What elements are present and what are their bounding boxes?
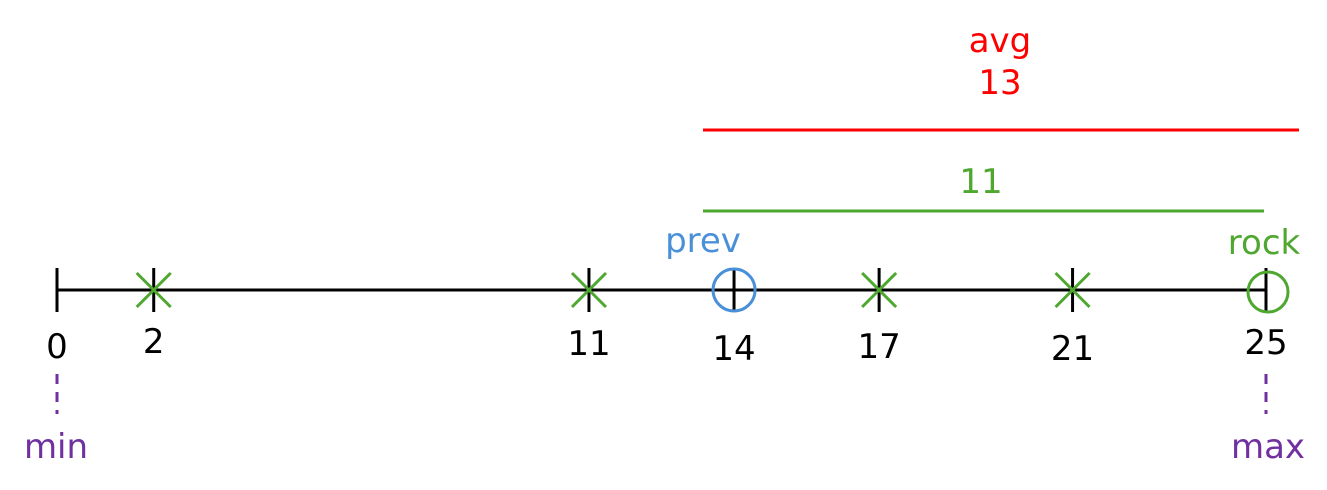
avg-value: 13 <box>978 63 1021 103</box>
min-label: min <box>24 427 88 467</box>
tick-label-21: 21 <box>1051 329 1094 369</box>
max-label: max <box>1231 427 1305 467</box>
cross-marker-2 <box>135 271 172 309</box>
tick-label-11: 11 <box>567 324 610 364</box>
cross-marker-17 <box>861 271 898 309</box>
tick-marks-group: 0 2 11 14 17 21 25 <box>46 267 1290 369</box>
tick-label-0: 0 <box>46 327 68 367</box>
tick-label-2: 2 <box>143 322 165 362</box>
avg-title: avg <box>969 21 1032 61</box>
tick-label-17: 17 <box>857 327 900 367</box>
tick-label-25: 25 <box>1244 323 1287 363</box>
tick-label-14: 14 <box>712 329 755 369</box>
rock-label: rock <box>1228 223 1301 263</box>
span-value: 11 <box>959 162 1002 202</box>
rock-circle-marker <box>1246 270 1290 314</box>
prev-circle-marker <box>711 267 757 313</box>
cross-marker-11 <box>570 271 608 309</box>
cross-marker-21 <box>1054 271 1091 309</box>
prev-label: prev <box>665 221 741 261</box>
